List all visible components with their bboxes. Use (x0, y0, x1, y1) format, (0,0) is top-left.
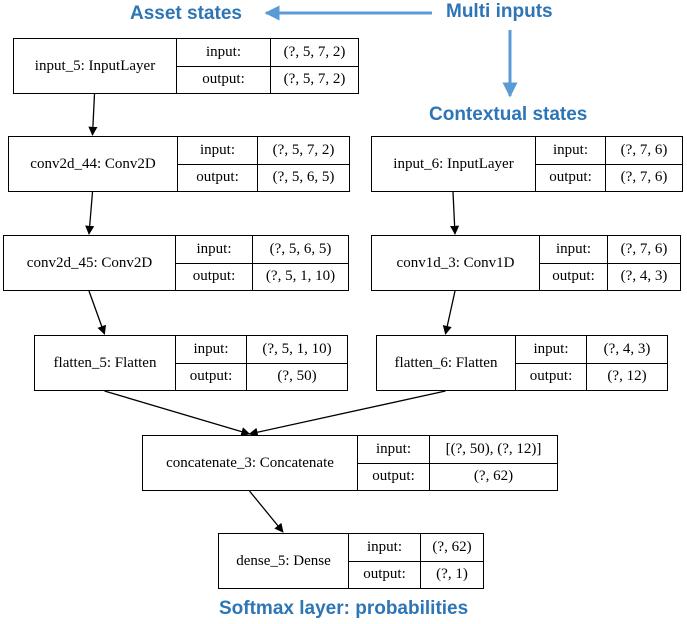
node-name: conv2d_44: Conv2D (9, 137, 178, 191)
edge-input_6-to-conv1d_3 (450, 191, 460, 235)
annotation-contextual-states: Contextual states (429, 104, 588, 125)
input-label: input: (178, 137, 257, 165)
output-label: output: (529, 368, 573, 385)
input-label: input: (176, 236, 252, 264)
input-shape: (?, 5, 6, 5) (253, 236, 348, 264)
output-label: output: (363, 566, 406, 583)
edge-flatten_5-to-concatenate_3 (104, 390, 251, 437)
output-shape: (?, 12) (607, 368, 647, 385)
output-shape: (?, 5, 1, 10) (265, 268, 336, 285)
annotation-softmax: Softmax layer: probabilities (219, 598, 469, 619)
edge-conv2d_45-to-flatten_5 (88, 290, 107, 335)
edge-input_5-to-conv2d_44 (88, 93, 98, 136)
output-shape: (?, 50) (277, 368, 317, 385)
output-shape: (?, 4, 3) (620, 268, 668, 285)
input-label: input: (176, 336, 246, 364)
input-label: input: (177, 39, 270, 67)
annotation-multi-inputs: Multi inputs (446, 1, 553, 22)
output-shape: (?, 1) (436, 566, 468, 583)
input-label: input: (536, 137, 605, 165)
node-name: conv1d_3: Conv1D (372, 236, 540, 290)
input-shape: (?, 7, 6) (606, 137, 682, 165)
input-shape: [(?, 50), (?, 12)] (430, 436, 557, 464)
node-name: conv2d_45: Conv2D (4, 236, 176, 290)
input-shape: (?, 5, 7, 2) (258, 137, 349, 165)
node-name: flatten_5: Flatten (35, 336, 176, 390)
node-name: dense_5: Dense (219, 534, 349, 588)
node-name: input_6: InputLayer (372, 137, 536, 191)
node-name: input_5: InputLayer (14, 39, 177, 93)
output-shape: (?, 7, 6) (620, 169, 668, 186)
output-label: output: (549, 169, 592, 186)
input-shape: (?, 5, 1, 10) (247, 336, 347, 364)
node-name: flatten_6: Flatten (377, 336, 516, 390)
node-conv2d-45: conv2d_45: Conv2D input: output: (?, 5, … (3, 235, 349, 291)
output-shape: (?, 62) (473, 468, 514, 485)
output-label: output: (372, 468, 415, 485)
input-label: input: (540, 236, 607, 264)
input-shape: (?, 5, 7, 2) (271, 39, 358, 67)
input-shape: (?, 62) (421, 534, 483, 562)
node-concatenate-3: concatenate_3: Concatenate input: output… (142, 435, 558, 491)
input-label: input: (358, 436, 429, 464)
node-name: concatenate_3: Concatenate (143, 436, 358, 490)
output-label: output: (202, 71, 245, 88)
output-shape: (?, 5, 7, 2) (283, 71, 346, 88)
input-label: input: (516, 336, 586, 364)
input-shape: (?, 7, 6) (608, 236, 680, 264)
node-conv2d-44: conv2d_44: Conv2D input: output: (?, 5, … (8, 136, 350, 192)
edge-concatenate_3-to-dense_5 (248, 490, 284, 533)
edge-conv1d_3-to-flatten_6 (442, 290, 456, 335)
output-label: output: (192, 268, 236, 285)
node-flatten-5: flatten_5: Flatten input: output: (?, 5,… (34, 335, 348, 391)
edge-flatten_6-to-concatenate_3 (248, 390, 446, 437)
output-label: output: (196, 169, 239, 186)
node-input-6: input_6: InputLayer input: output: (?, 7… (371, 136, 683, 192)
node-flatten-6: flatten_6: Flatten input: output: (?, 4,… (376, 335, 668, 391)
output-shape: (?, 5, 6, 5) (272, 169, 335, 186)
input-label: input: (349, 534, 420, 562)
edges-layer (85, 93, 460, 533)
node-conv1d-3: conv1d_3: Conv1D input: output: (?, 7, 6… (371, 235, 681, 291)
output-label: output: (552, 268, 595, 285)
annotation-asset-states: Asset states (130, 3, 242, 24)
edge-conv2d_44-to-conv2d_45 (85, 191, 95, 235)
node-input-5: input_5: InputLayer input: output: (?, 5… (13, 38, 359, 94)
node-dense-5: dense_5: Dense input: output: (?, 62) (?… (218, 533, 484, 589)
input-shape: (?, 4, 3) (587, 336, 667, 364)
output-label: output: (189, 368, 233, 385)
